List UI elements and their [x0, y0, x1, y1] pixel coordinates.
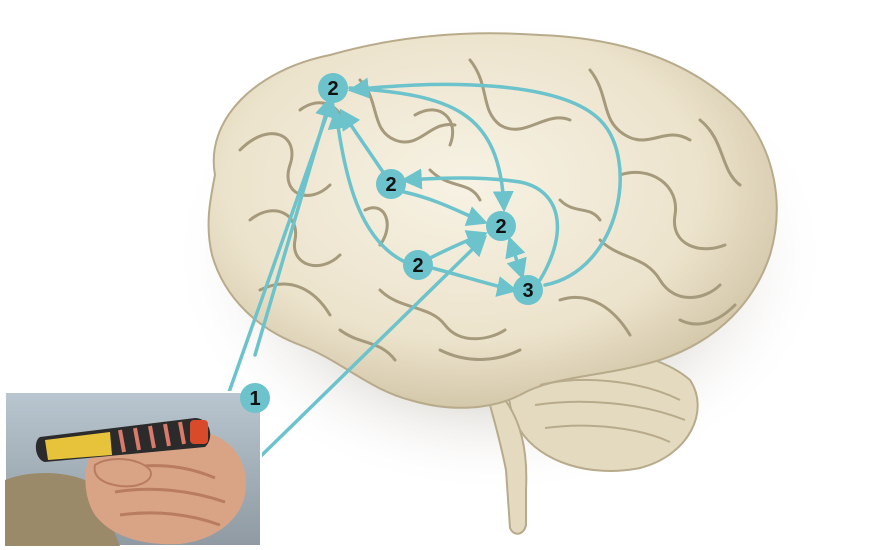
node-3: 3 [513, 275, 543, 305]
node-2-top-label: 2 [327, 78, 338, 100]
node-2-top: 2 [318, 73, 348, 103]
node-1-label: 1 [249, 388, 260, 410]
node-2-lower-label: 2 [412, 255, 423, 277]
node-2-middle-left: 2 [376, 169, 406, 199]
node-2-center-label: 2 [495, 216, 506, 238]
highlighter-pen-in-hand-photo-icon [5, 392, 261, 546]
node-2-center: 2 [486, 211, 516, 241]
node-3-label: 3 [522, 280, 533, 302]
node-2-middle-left-label: 2 [385, 174, 396, 196]
node-1: 1 [240, 383, 270, 413]
node-2-lower: 2 [403, 250, 433, 280]
